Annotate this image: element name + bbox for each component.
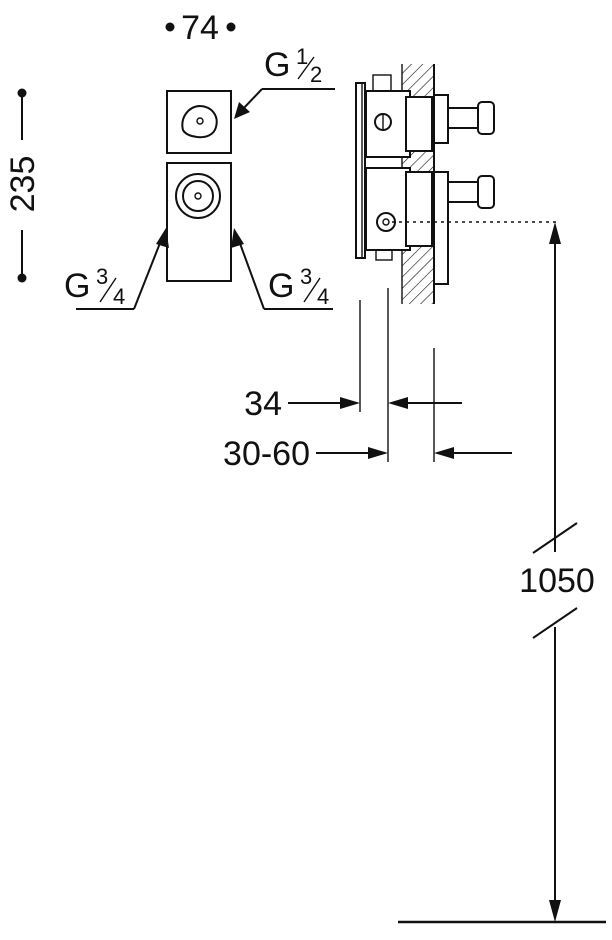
right-connection-prefix: G: [268, 267, 294, 305]
upper-handle-cap: [477, 101, 495, 135]
right-connection-fraction-bar: [303, 277, 321, 303]
wall-range-label: 30-60: [223, 435, 310, 473]
height-dim-bottom-dot: [17, 273, 27, 283]
lower-fixing-screw-center: [382, 218, 390, 226]
valve-body-lower-flange: [405, 171, 433, 247]
wall-range-right-arrow: [434, 447, 454, 459]
upper-tab: [372, 74, 392, 92]
depth-dimensions: 34 30-60: [223, 288, 512, 473]
height-dim-label: 235: [4, 156, 42, 213]
valve-body-upper-flange: [405, 96, 433, 152]
left-connection-denominator: 4: [113, 284, 125, 309]
top-connection-callout: G 1 2: [234, 44, 335, 119]
left-connection-fraction-bar: [99, 277, 117, 303]
lower-outlet-center: [194, 192, 202, 200]
width-dimension: 74: [165, 9, 236, 47]
left-connection-numerator: 3: [96, 264, 108, 289]
floor-height-label: 1050: [519, 562, 595, 600]
valve-body-lower: [365, 167, 411, 251]
upper-plate: [166, 90, 232, 154]
right-connection-leader-diagonal: [237, 237, 265, 310]
right-connection-arrowhead: [231, 228, 244, 248]
valve-body-upper: [365, 90, 411, 158]
height-dimension: 235: [4, 88, 42, 283]
width-dim-left-dot: [165, 22, 175, 32]
cover-plate: [355, 82, 366, 259]
lower-handle-base: [433, 171, 449, 285]
right-connection-numerator: 3: [300, 264, 312, 289]
left-connection-callout: G 3 4: [64, 228, 169, 310]
floor-height-dimension: 1050: [398, 222, 606, 924]
floor-height-top-arrow: [549, 222, 561, 244]
top-connection-leader-diagonal: [241, 88, 263, 111]
left-connection-leader-diagonal: [133, 237, 163, 310]
top-connection-numerator: 1: [296, 44, 308, 69]
lower-outlet-inner: [182, 180, 214, 212]
depth-dim-right-arrow: [388, 397, 408, 409]
depth-dim-left-arrow: [340, 397, 360, 409]
top-connection-denominator: 2: [310, 62, 322, 87]
width-dim-right-dot: [226, 22, 236, 32]
wall-range-left-arrow: [368, 447, 388, 459]
floor-height-break-lower: [532, 607, 578, 639]
floor-height-break-upper: [532, 522, 578, 554]
depth-dim-label: 34: [244, 385, 282, 423]
right-connection-denominator: 4: [317, 284, 329, 309]
top-connection-prefix: G: [264, 46, 290, 84]
lower-outlet-outer: [175, 173, 221, 219]
upper-outlet-icon: [181, 104, 218, 139]
upper-handle-base: [433, 94, 449, 144]
side-view: [355, 64, 560, 304]
width-dim-label: 74: [181, 9, 219, 47]
right-connection-callout: G 3 4: [231, 228, 333, 310]
top-connection-arrowhead: [234, 102, 250, 119]
upper-outlet-hole: [196, 117, 204, 125]
top-connection-fraction-bar: [297, 56, 315, 80]
lower-handle-cap: [477, 175, 495, 209]
front-view: 74 235 G 1 2: [4, 9, 335, 310]
lower-plate: [166, 162, 232, 282]
left-connection-prefix: G: [64, 267, 90, 305]
lower-tab: [375, 249, 393, 261]
floor-height-bottom-arrow: [549, 900, 561, 922]
left-connection-arrowhead: [156, 228, 169, 248]
